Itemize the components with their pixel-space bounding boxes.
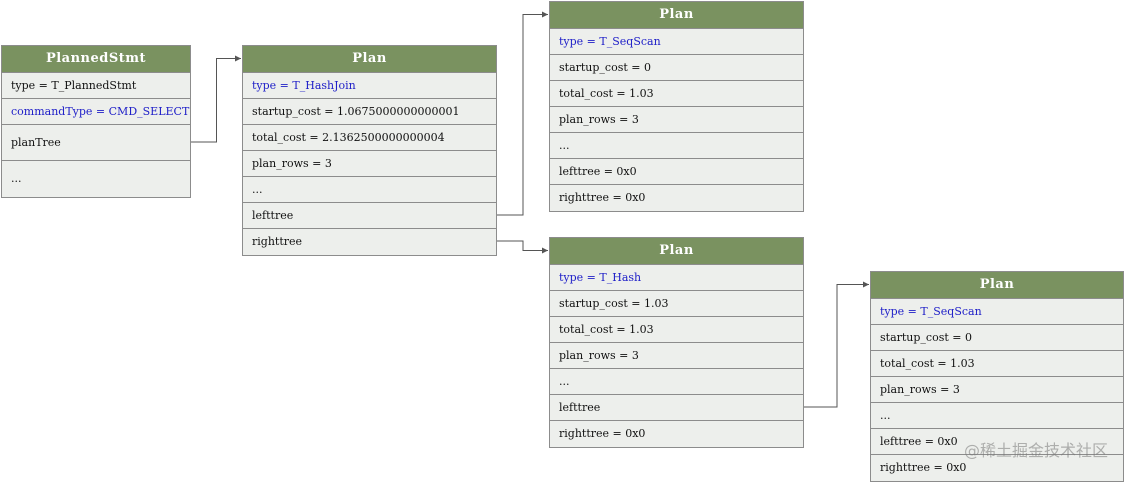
field-row: ... xyxy=(11,172,22,185)
connector-arrow-1 xyxy=(497,11,548,216)
node-title: Plan xyxy=(243,46,496,73)
field-row: commandType = CMD_SELECT xyxy=(2,99,190,125)
field-row: lefttree = 0x0 xyxy=(550,159,803,185)
field-row: plan_rows = 3 xyxy=(550,343,803,369)
field-row: ... xyxy=(243,177,496,203)
field-row: type = T_SeqScan xyxy=(871,299,1123,325)
field-row: type = T_PlannedStmt xyxy=(2,73,190,99)
field-row: righttree = 0x0 xyxy=(559,191,646,204)
plan-node-hashjoin: Plan type = T_HashJoin startup_cost = 1.… xyxy=(242,45,497,256)
field-row: startup_cost = 1.03 xyxy=(550,291,803,317)
field-row-lefttree: lefttree xyxy=(243,203,496,229)
field-row-lefttree: lefttree xyxy=(550,395,803,421)
field-row: startup_cost = 1.0675000000000001 xyxy=(243,99,496,125)
field-row: ... xyxy=(550,133,803,159)
connector-arrow-2 xyxy=(497,240,548,254)
connector-arrow-0 xyxy=(191,55,241,143)
field-row: total_cost = 1.03 xyxy=(550,317,803,343)
field-row: type = T_SeqScan xyxy=(550,29,803,55)
node-title: PlannedStmt xyxy=(2,46,190,73)
field-row: plan_rows = 3 xyxy=(871,377,1123,403)
field-row: lefttree = 0x0 xyxy=(871,429,1123,455)
plan-node-seqscan-bottom: Plan type = T_SeqScan startup_cost = 0 t… xyxy=(870,271,1124,482)
field-row-plantree: planTree xyxy=(2,125,190,161)
field-row-righttree: righttree xyxy=(252,235,303,248)
node-title: Plan xyxy=(550,238,803,265)
field-row: type = T_Hash xyxy=(550,265,803,291)
field-row: righttree = 0x0 xyxy=(559,427,646,440)
field-row: ... xyxy=(871,403,1123,429)
field-row: righttree = 0x0 xyxy=(880,461,967,474)
field-row: plan_rows = 3 xyxy=(243,151,496,177)
field-row: type = T_HashJoin xyxy=(243,73,496,99)
node-title: Plan xyxy=(871,272,1123,299)
plan-node-seqscan-top: Plan type = T_SeqScan startup_cost = 0 t… xyxy=(549,1,804,212)
field-row: total_cost = 2.1362500000000004 xyxy=(243,125,496,151)
plan-node-hash: Plan type = T_Hash startup_cost = 1.03 t… xyxy=(549,237,804,448)
field-row: startup_cost = 0 xyxy=(550,55,803,81)
field-row: total_cost = 1.03 xyxy=(550,81,803,107)
node-title: Plan xyxy=(550,2,803,29)
field-row: startup_cost = 0 xyxy=(871,325,1123,351)
field-row: plan_rows = 3 xyxy=(550,107,803,133)
field-row: ... xyxy=(550,369,803,395)
connector-arrow-3 xyxy=(804,281,869,408)
field-row: total_cost = 1.03 xyxy=(871,351,1123,377)
watermark: @稀土掘金技术社区 xyxy=(963,441,1108,460)
plannedstmt-node: PlannedStmt type = T_PlannedStmt command… xyxy=(1,45,191,198)
